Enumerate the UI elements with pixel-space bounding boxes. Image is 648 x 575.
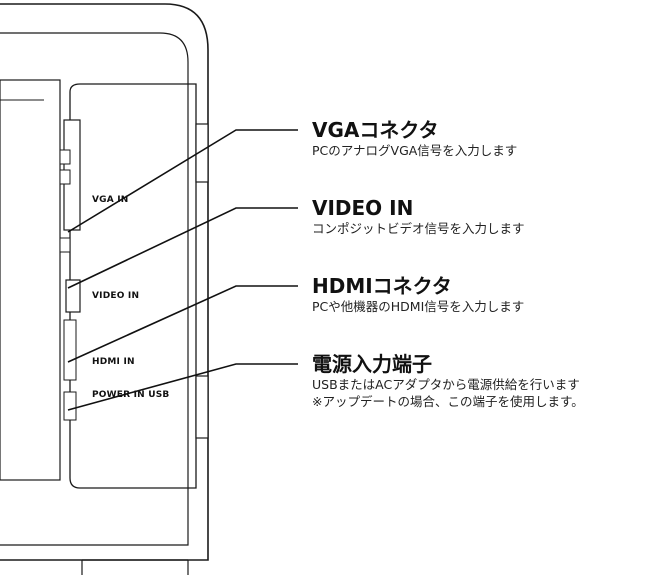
port-label-power: POWER IN USB (92, 390, 170, 400)
leader-line-video (67, 207, 298, 289)
callout-desc: PCのアナログVGA信号を入力します (312, 143, 518, 158)
hdmi-port-shape (63, 319, 77, 381)
hinge-tab-top (195, 123, 209, 183)
callout-hdmi: HDMIコネクタ PCや他機器のHDMI信号を入力します (312, 274, 524, 315)
callout-desc: コンポジットビデオ信号を入力します (312, 221, 525, 236)
port-label-hdmi: HDMI IN (92, 357, 135, 367)
device-foot (81, 559, 189, 575)
port-label-video: VIDEO IN (92, 291, 140, 301)
connector-panel (69, 83, 197, 489)
callout-title: VIDEO IN (312, 196, 414, 220)
callout-desc: USBまたはACアダプタから電源供給を行います (312, 377, 580, 392)
callout-desc: PCや他機器のHDMI信号を入力します (312, 299, 525, 314)
callout-note: ※アップデートの場合、この端子を使用します。 (312, 394, 584, 409)
callout-title: VGAコネクタ (312, 118, 439, 142)
device-inner-frame (0, 32, 189, 546)
device-outer-shell (0, 3, 209, 561)
screen-panel (0, 79, 61, 481)
callout-video: VIDEO IN コンポジットビデオ信号を入力します (312, 196, 525, 237)
leader-line-power (67, 363, 298, 411)
hinge-tab-bottom (195, 375, 209, 439)
port-label-vga: VGA IN (92, 195, 129, 205)
leader-line-vga (67, 129, 298, 233)
callout-vga: VGAコネクタ PCのアナログVGA信号を入力します (312, 118, 517, 159)
callout-title: HDMIコネクタ (312, 274, 452, 298)
power-port-shape (63, 391, 77, 421)
callout-power: 電源入力端子 USBまたはACアダプタから電源供給を行います ※アップデートの場… (312, 352, 584, 410)
callout-title: 電源入力端子 (312, 352, 432, 376)
leader-line-hdmi (67, 285, 298, 363)
